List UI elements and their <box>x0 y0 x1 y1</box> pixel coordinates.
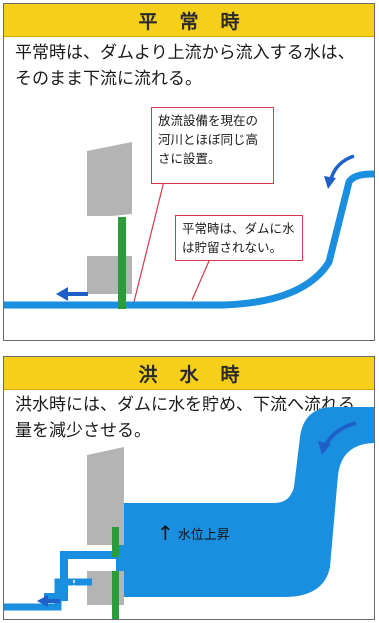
discharge-pipe <box>112 527 119 557</box>
flood-heading: 洪水時 <box>4 357 374 390</box>
discharge-pipe <box>112 571 119 619</box>
dam-upper <box>87 447 124 545</box>
callout-no-storage: 平常時は、ダムに水は貯留されない。 <box>175 215 303 261</box>
flood-condition-panel: 洪水時 洪水時には、ダムに水を貯め、下流へ流れる量を減少させる。 ↑ 水位上昇 <box>3 356 375 620</box>
callout-discharge-equipment: 放流設備を現在の河川とほぼ同じ高さに設置。 <box>151 107 274 184</box>
water-flow-arrow-icon <box>324 154 355 189</box>
outlet-flow <box>44 551 116 601</box>
flood-description: 洪水時には、ダムに水を貯め、下流へ流れる量を減少させる。 <box>15 395 355 441</box>
water-flow-arrow-icon <box>318 421 357 455</box>
water-level-rise-label: ↑ 水位上昇 <box>157 523 230 543</box>
discharge-pipe <box>118 217 126 309</box>
water-flow-arrow-icon <box>56 287 88 301</box>
normal-heading: 平常時 <box>4 4 374 37</box>
water-level-rise-text: 水位上昇 <box>177 527 230 543</box>
callout-leader-no-storage <box>191 260 210 301</box>
callout-leader-equipment <box>133 180 165 303</box>
flood-diagram <box>4 407 374 619</box>
dam-upper <box>87 142 132 216</box>
normal-diagram <box>4 142 374 309</box>
normal-condition-panel: 平常時 平常時は、ダムより上流から流入する水は、そのまま下流に流れる。 放流設備… <box>3 3 375 341</box>
water-flow-arrow-icon <box>37 595 60 607</box>
water-rise-arrow-icon: ↑ <box>157 521 174 545</box>
reservoir-water <box>116 407 374 597</box>
river-normal <box>4 170 374 309</box>
normal-description: 平常時は、ダムより上流から流入する水は、そのまま下流に流れる。 <box>15 43 355 89</box>
